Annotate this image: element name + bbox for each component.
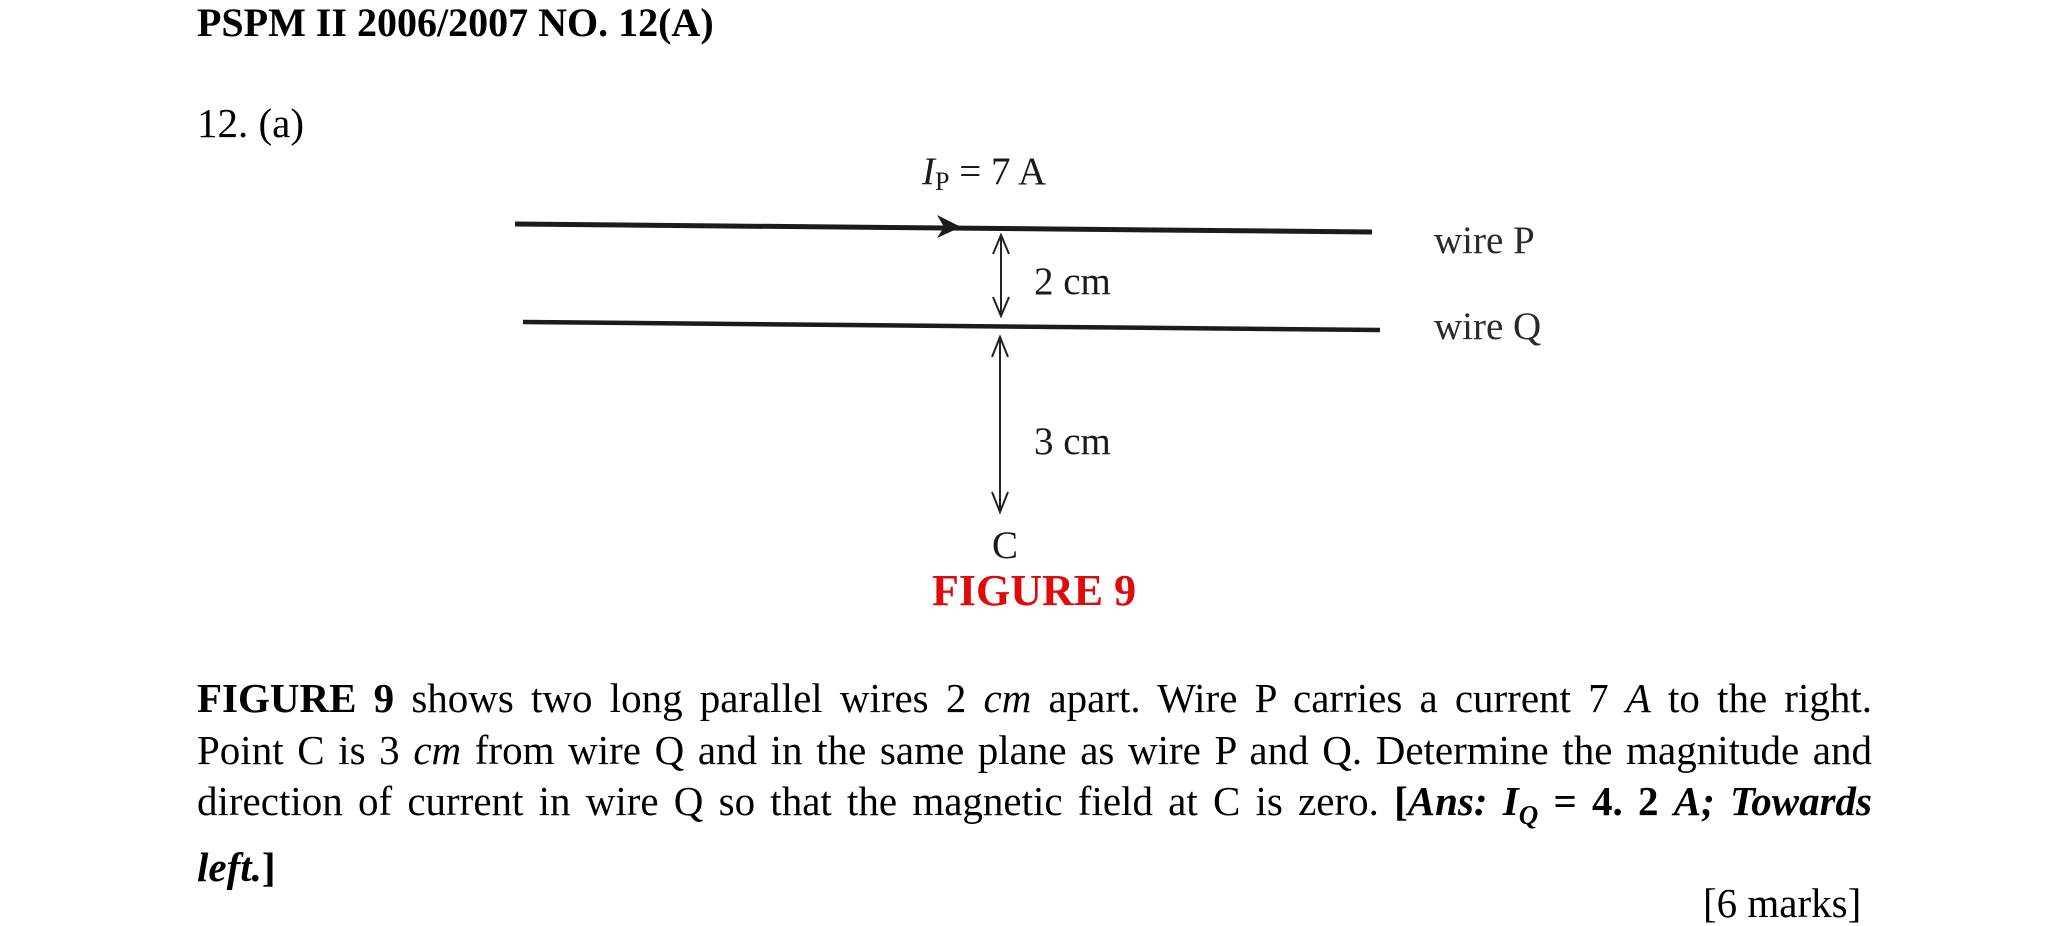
answer-bracket-close: ] xyxy=(261,843,276,890)
distance-qc-label: 3 cm xyxy=(1034,420,1111,463)
answer-symbol: I xyxy=(1502,778,1519,824)
question-text: FIGURE 9 shows two long parallel wires 2… xyxy=(197,673,1872,893)
text-segment: apart. Wire P carries a current 7 xyxy=(1031,675,1626,721)
current-arrow-icon xyxy=(937,215,961,238)
question-number: 12. (a) xyxy=(197,100,305,146)
answer-subscript: Q xyxy=(1518,800,1539,830)
current-label: IP = 7 A xyxy=(922,150,1046,204)
point-c-label: C xyxy=(992,524,1019,567)
answer-label: Ans: xyxy=(1407,778,1488,824)
text-segment: to the right. Point C is 3 xyxy=(197,675,1872,773)
unit-cm: cm xyxy=(983,675,1032,721)
text-segment: shows two long parallel wires 2 xyxy=(394,675,984,721)
figure-caption: FIGURE 9 xyxy=(932,566,1137,615)
figure-9-diagram xyxy=(514,215,1381,515)
wire-q-line xyxy=(522,319,1381,333)
current-subscript: P xyxy=(935,167,950,196)
answer-value: = 4. 2 xyxy=(1538,778,1674,824)
wire-q-label: wire Q xyxy=(1434,305,1542,348)
marks-label: [6 marks] xyxy=(1703,880,1862,926)
distance-pq-arrow-icon xyxy=(992,232,1010,319)
distance-qc-arrow-icon xyxy=(991,334,1009,515)
current-value: = 7 A xyxy=(949,150,1047,193)
unit-cm: cm xyxy=(413,726,462,773)
answer-bracket-open: [ xyxy=(1394,778,1408,824)
distance-pq-label: 2 cm xyxy=(1034,260,1111,303)
unit-ampere: A xyxy=(1625,675,1651,721)
page-title: PSPM II 2006/2007 NO. 12(A) xyxy=(197,0,714,45)
wire-p-label: wire P xyxy=(1434,219,1535,262)
answer-direction: A; Towards left. xyxy=(197,778,1873,890)
figure-reference: FIGURE 9 xyxy=(197,675,395,721)
text-segment: from wire Q and in the same plane as wir… xyxy=(197,726,1873,825)
current-symbol: I xyxy=(922,150,935,193)
